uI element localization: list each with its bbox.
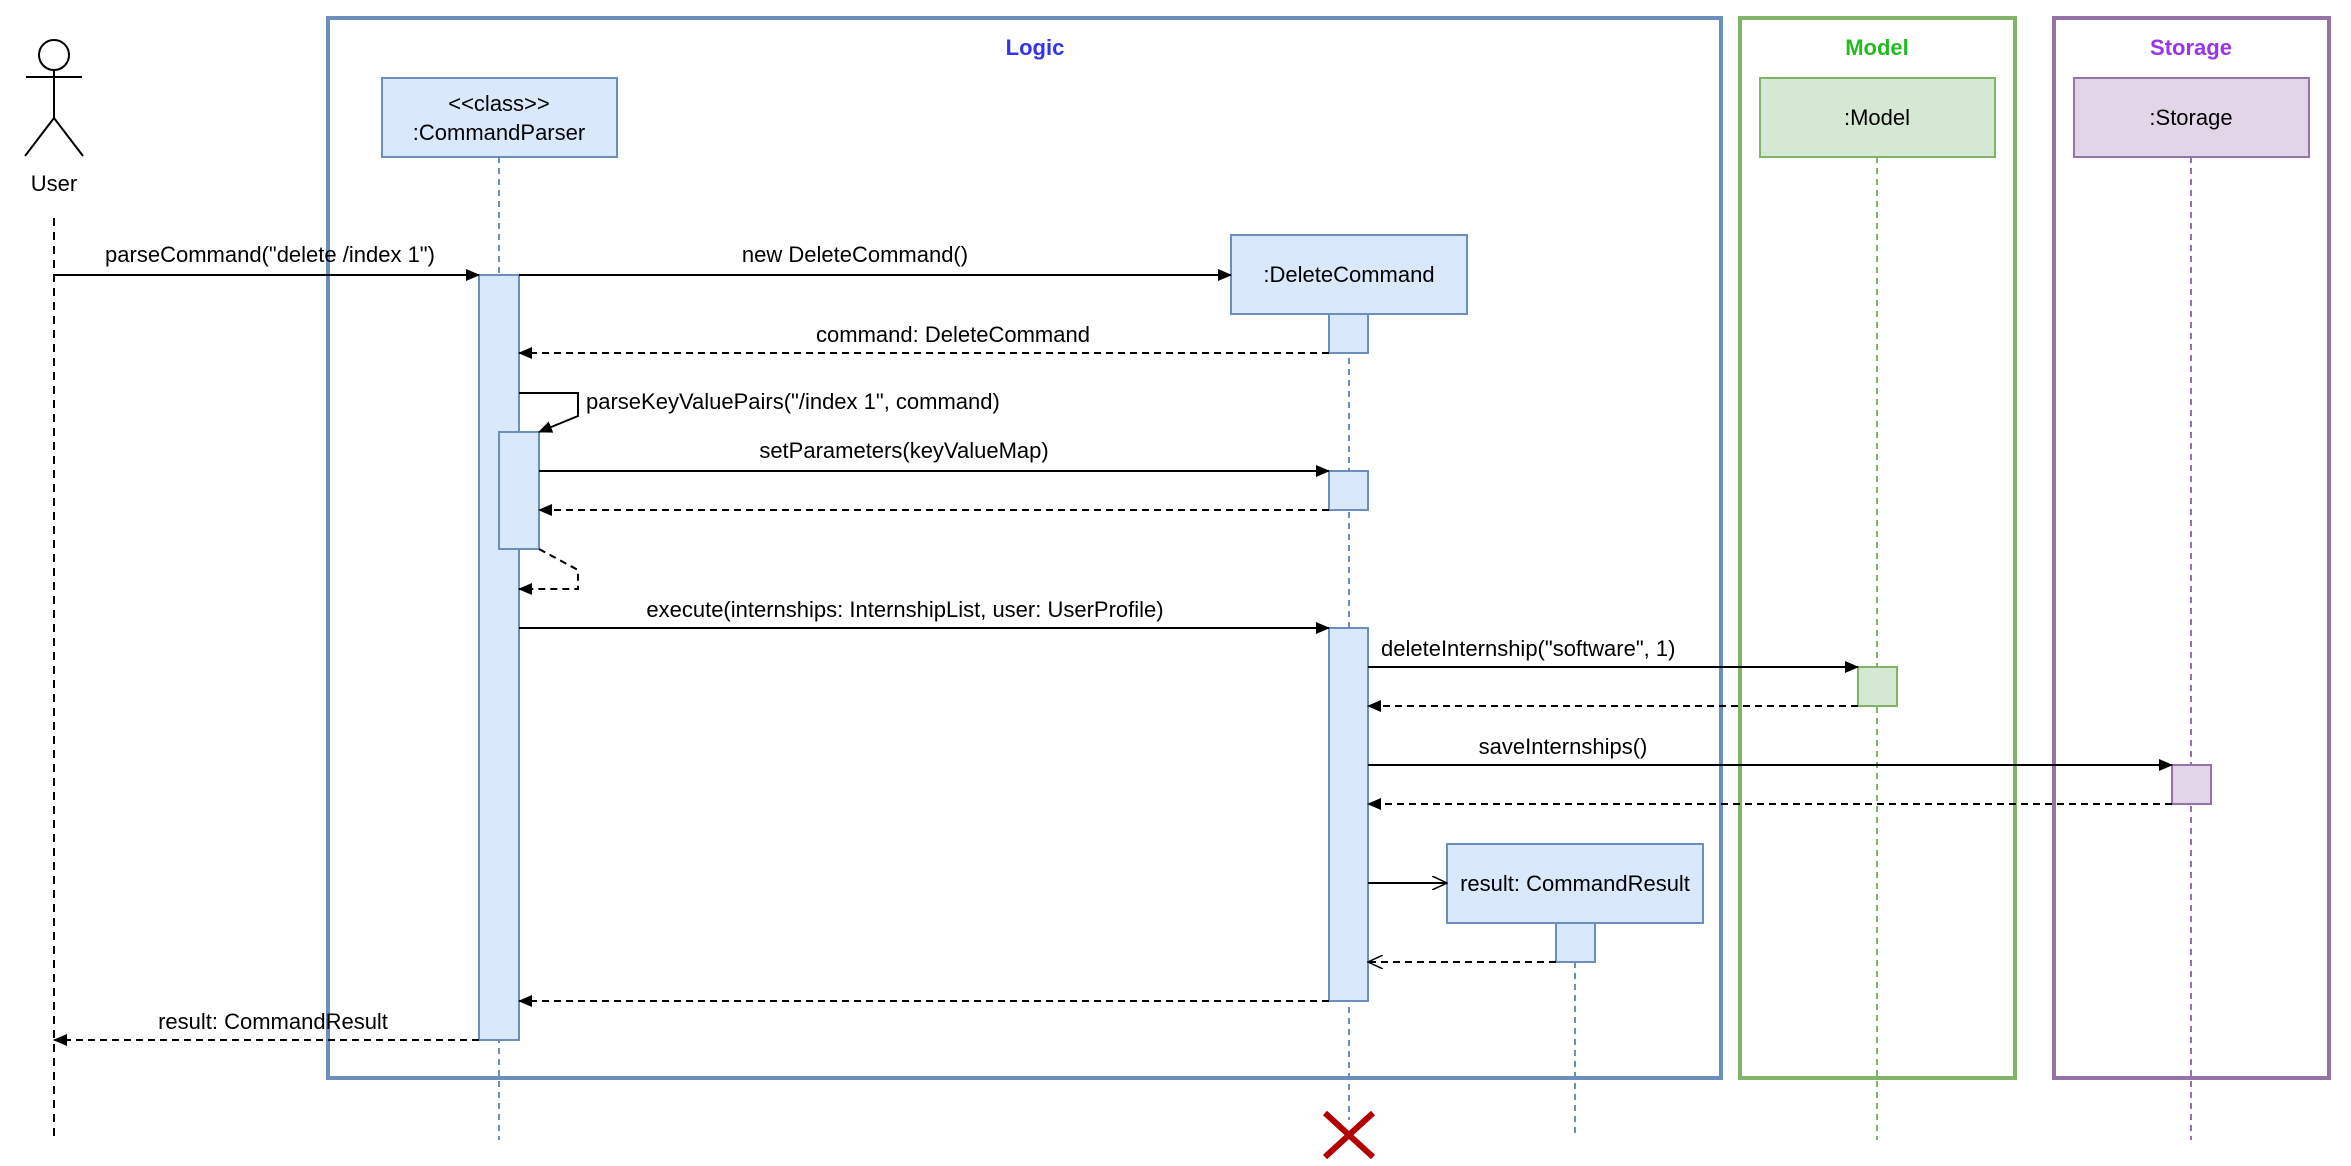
delete-command-constructor-activation [1328, 313, 1369, 354]
message-set-parameters-label: setParameters(keyValueMap) [759, 438, 1048, 463]
model-activation [1857, 666, 1898, 707]
message-execute-label: execute(internships: InternshipList, use… [646, 597, 1163, 622]
message-save-internships: saveInternships() [1368, 734, 2173, 771]
message-delete-internship-label: deleteInternship("software", 1) [1381, 636, 1675, 661]
command-result-activation [1555, 922, 1596, 963]
command-parser-box: <<class>> :CommandParser [381, 77, 618, 158]
command-result-box: result: CommandResult [1446, 843, 1704, 924]
logic-frame: Logic [326, 16, 1723, 1080]
message-parse-key-value-pairs-label: parseKeyValuePairs("/index 1", command) [586, 389, 1000, 414]
user-actor: User [24, 39, 84, 196]
message-parse-command: parseCommand("delete /index 1") [54, 242, 480, 281]
command-parser-name: :CommandParser [413, 120, 585, 145]
message-delete-internship: deleteInternship("software", 1) [1368, 636, 1859, 673]
message-parse-key-value-pairs: parseKeyValuePairs("/index 1", command) [519, 389, 1000, 433]
storage-activation [2171, 764, 2212, 805]
delete-command-box: :DeleteCommand [1230, 234, 1468, 315]
command-parser-stereotype: <<class>> [448, 91, 550, 116]
destroy-x-icon [1322, 1110, 1376, 1160]
message-new-delete-command-label: new DeleteCommand() [742, 242, 968, 267]
storage-frame: Storage [2052, 16, 2331, 1080]
message-parse-command-label: parseCommand("delete /index 1") [105, 242, 435, 267]
message-set-parameters: setParameters(keyValueMap) [539, 438, 1330, 477]
user-actor-label: User [31, 171, 77, 196]
command-result-name: result: CommandResult [1460, 871, 1690, 896]
command-parser-activation [478, 274, 520, 1041]
message-return-result-label: result: CommandResult [158, 1009, 388, 1034]
message-save-internships-label: saveInternships() [1479, 734, 1648, 759]
message-return-command: command: DeleteCommand [518, 322, 1329, 359]
model-frame: Model [1738, 16, 2017, 1080]
logic-frame-title: Logic [1006, 35, 1065, 60]
storage-frame-title: Storage [2150, 35, 2232, 60]
model-name: :Model [1844, 105, 1910, 130]
stick-figure-icon [24, 39, 84, 157]
delete-command-name: :DeleteCommand [1263, 262, 1434, 287]
storage-name: :Storage [2149, 105, 2232, 130]
message-return-command-label: command: DeleteCommand [816, 322, 1090, 347]
storage-box: :Storage [2073, 77, 2310, 158]
delete-command-set-parameters-activation [1328, 470, 1369, 511]
model-box: :Model [1759, 77, 1996, 158]
message-return-result: result: CommandResult [53, 1009, 479, 1046]
command-parser-nested-activation [498, 431, 540, 550]
message-parse-key-value-pairs-return [518, 548, 579, 595]
model-frame-title: Model [1845, 35, 1909, 60]
delete-command-execute-activation [1328, 627, 1369, 1002]
message-new-delete-command: new DeleteCommand() [519, 242, 1232, 281]
message-execute: execute(internships: InternshipList, use… [519, 597, 1330, 634]
